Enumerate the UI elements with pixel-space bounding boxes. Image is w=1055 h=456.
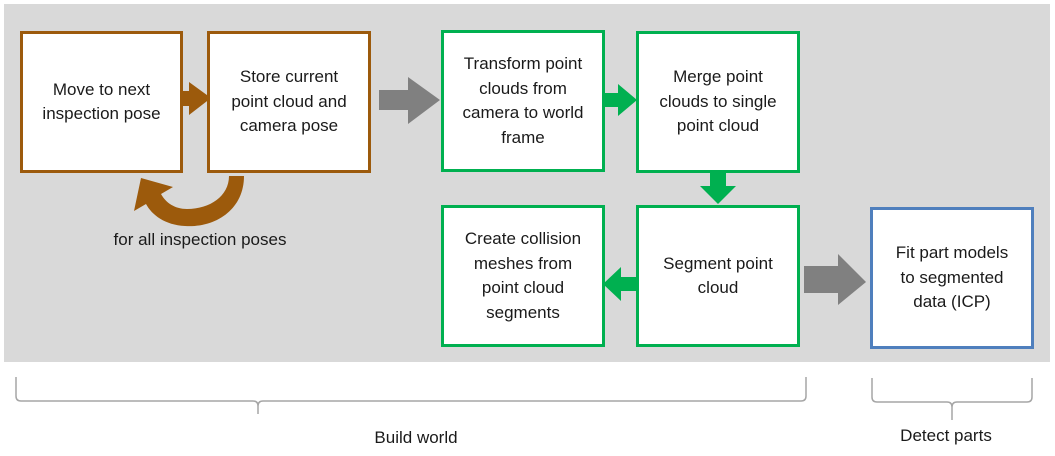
- arrow-store-to-transform: [379, 77, 440, 124]
- node-segment: Segment point cloud: [636, 205, 800, 347]
- node-transform: Transform point clouds from camera to wo…: [441, 30, 605, 172]
- node-move-pose-text: Move to next inspection pose: [42, 79, 161, 124]
- node-move-pose: Move to next inspection pose: [20, 31, 183, 173]
- node-collision: Create collision meshes from point cloud…: [441, 205, 605, 347]
- node-segment-text: Segment point cloud: [663, 253, 773, 298]
- loop-label: for all inspection poses: [113, 230, 287, 249]
- group-label-detect-parts: Detect parts: [900, 426, 992, 445]
- arrow-merge-to-segment: [700, 161, 736, 204]
- node-fit-parts: Fit part models to segmented data (ICP): [870, 207, 1034, 349]
- node-store-cloud: Store current point cloud and camera pos…: [207, 31, 371, 173]
- node-collision-text: Create collision meshes from point cloud…: [464, 229, 582, 322]
- node-transform-text: Transform point clouds from camera to wo…: [462, 54, 584, 147]
- node-merge: Merge point clouds to single point cloud: [636, 31, 800, 173]
- arrow-move-to-store: [168, 82, 211, 115]
- arrow-segment-to-collision: [603, 267, 646, 301]
- build-world-bracket: [15, 377, 807, 407]
- arrow-segment-to-fit: [804, 254, 866, 305]
- detect-parts-bracket: [871, 378, 1033, 408]
- arrow-transform-to-merge: [595, 84, 637, 116]
- loop-arrow-icon: [134, 176, 244, 227]
- group-label-build-world: Build world: [374, 428, 458, 447]
- node-merge-text: Merge point clouds to single point cloud: [659, 67, 777, 136]
- node-fit-parts-text: Fit part models to segmented data (ICP): [895, 243, 1009, 312]
- node-store-cloud-text: Store current point cloud and camera pos…: [231, 67, 347, 136]
